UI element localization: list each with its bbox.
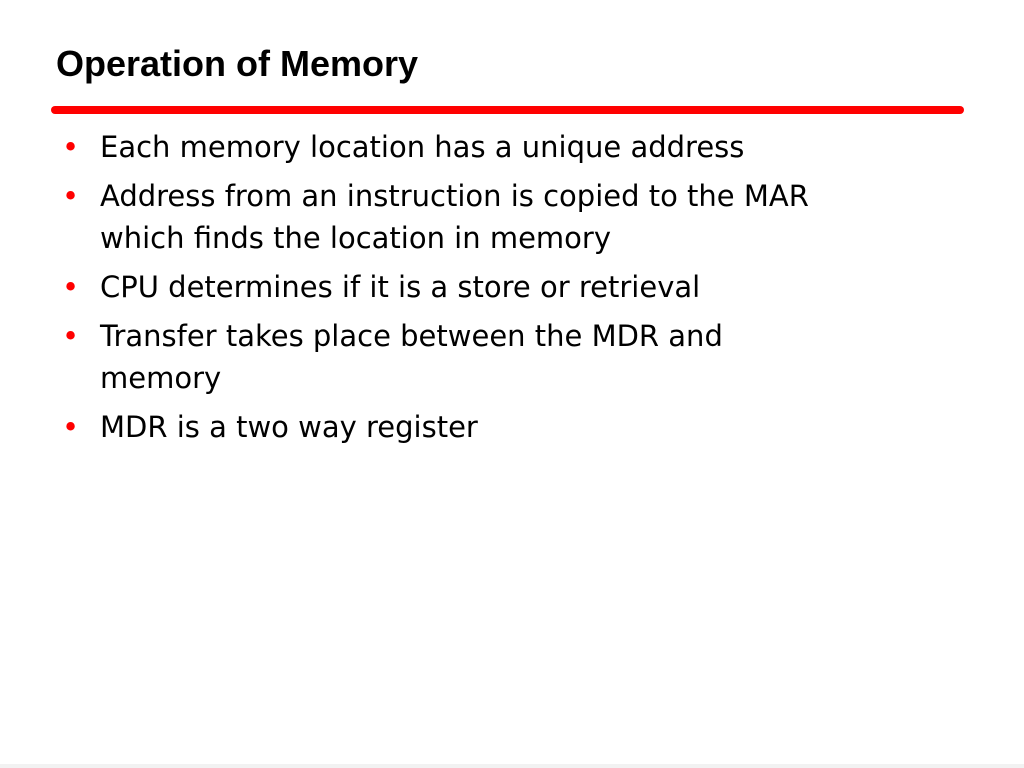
bullet-text: Address from an instruction is copied to… bbox=[100, 179, 809, 255]
bullet-list: • Each memory location has a unique addr… bbox=[62, 126, 962, 455]
bullet-dot-icon: • bbox=[62, 270, 80, 304]
bullet-text: CPU determines if it is a store or retri… bbox=[100, 270, 701, 304]
bullet-item: • Transfer takes place between the MDR a… bbox=[62, 315, 962, 399]
bullet-item: • Address from an instruction is copied … bbox=[62, 175, 962, 259]
bullet-item: • CPU determines if it is a store or ret… bbox=[62, 266, 962, 308]
bullet-dot-icon: • bbox=[62, 319, 80, 353]
bullet-text: Each memory location has a unique addres… bbox=[100, 130, 745, 164]
bullet-dot-icon: • bbox=[62, 130, 80, 164]
slide-title: Operation of Memory bbox=[56, 43, 419, 84]
bottom-strip bbox=[0, 764, 1024, 768]
title-underline-rule bbox=[51, 106, 964, 114]
bullet-item: • Each memory location has a unique addr… bbox=[62, 126, 962, 168]
bullet-item: • MDR is a two way register bbox=[62, 406, 962, 448]
bullet-text: Transfer takes place between the MDR and… bbox=[100, 319, 723, 395]
bullet-text: MDR is a two way register bbox=[100, 410, 478, 444]
bullet-dot-icon: • bbox=[62, 179, 80, 213]
bullet-dot-icon: • bbox=[62, 410, 80, 444]
